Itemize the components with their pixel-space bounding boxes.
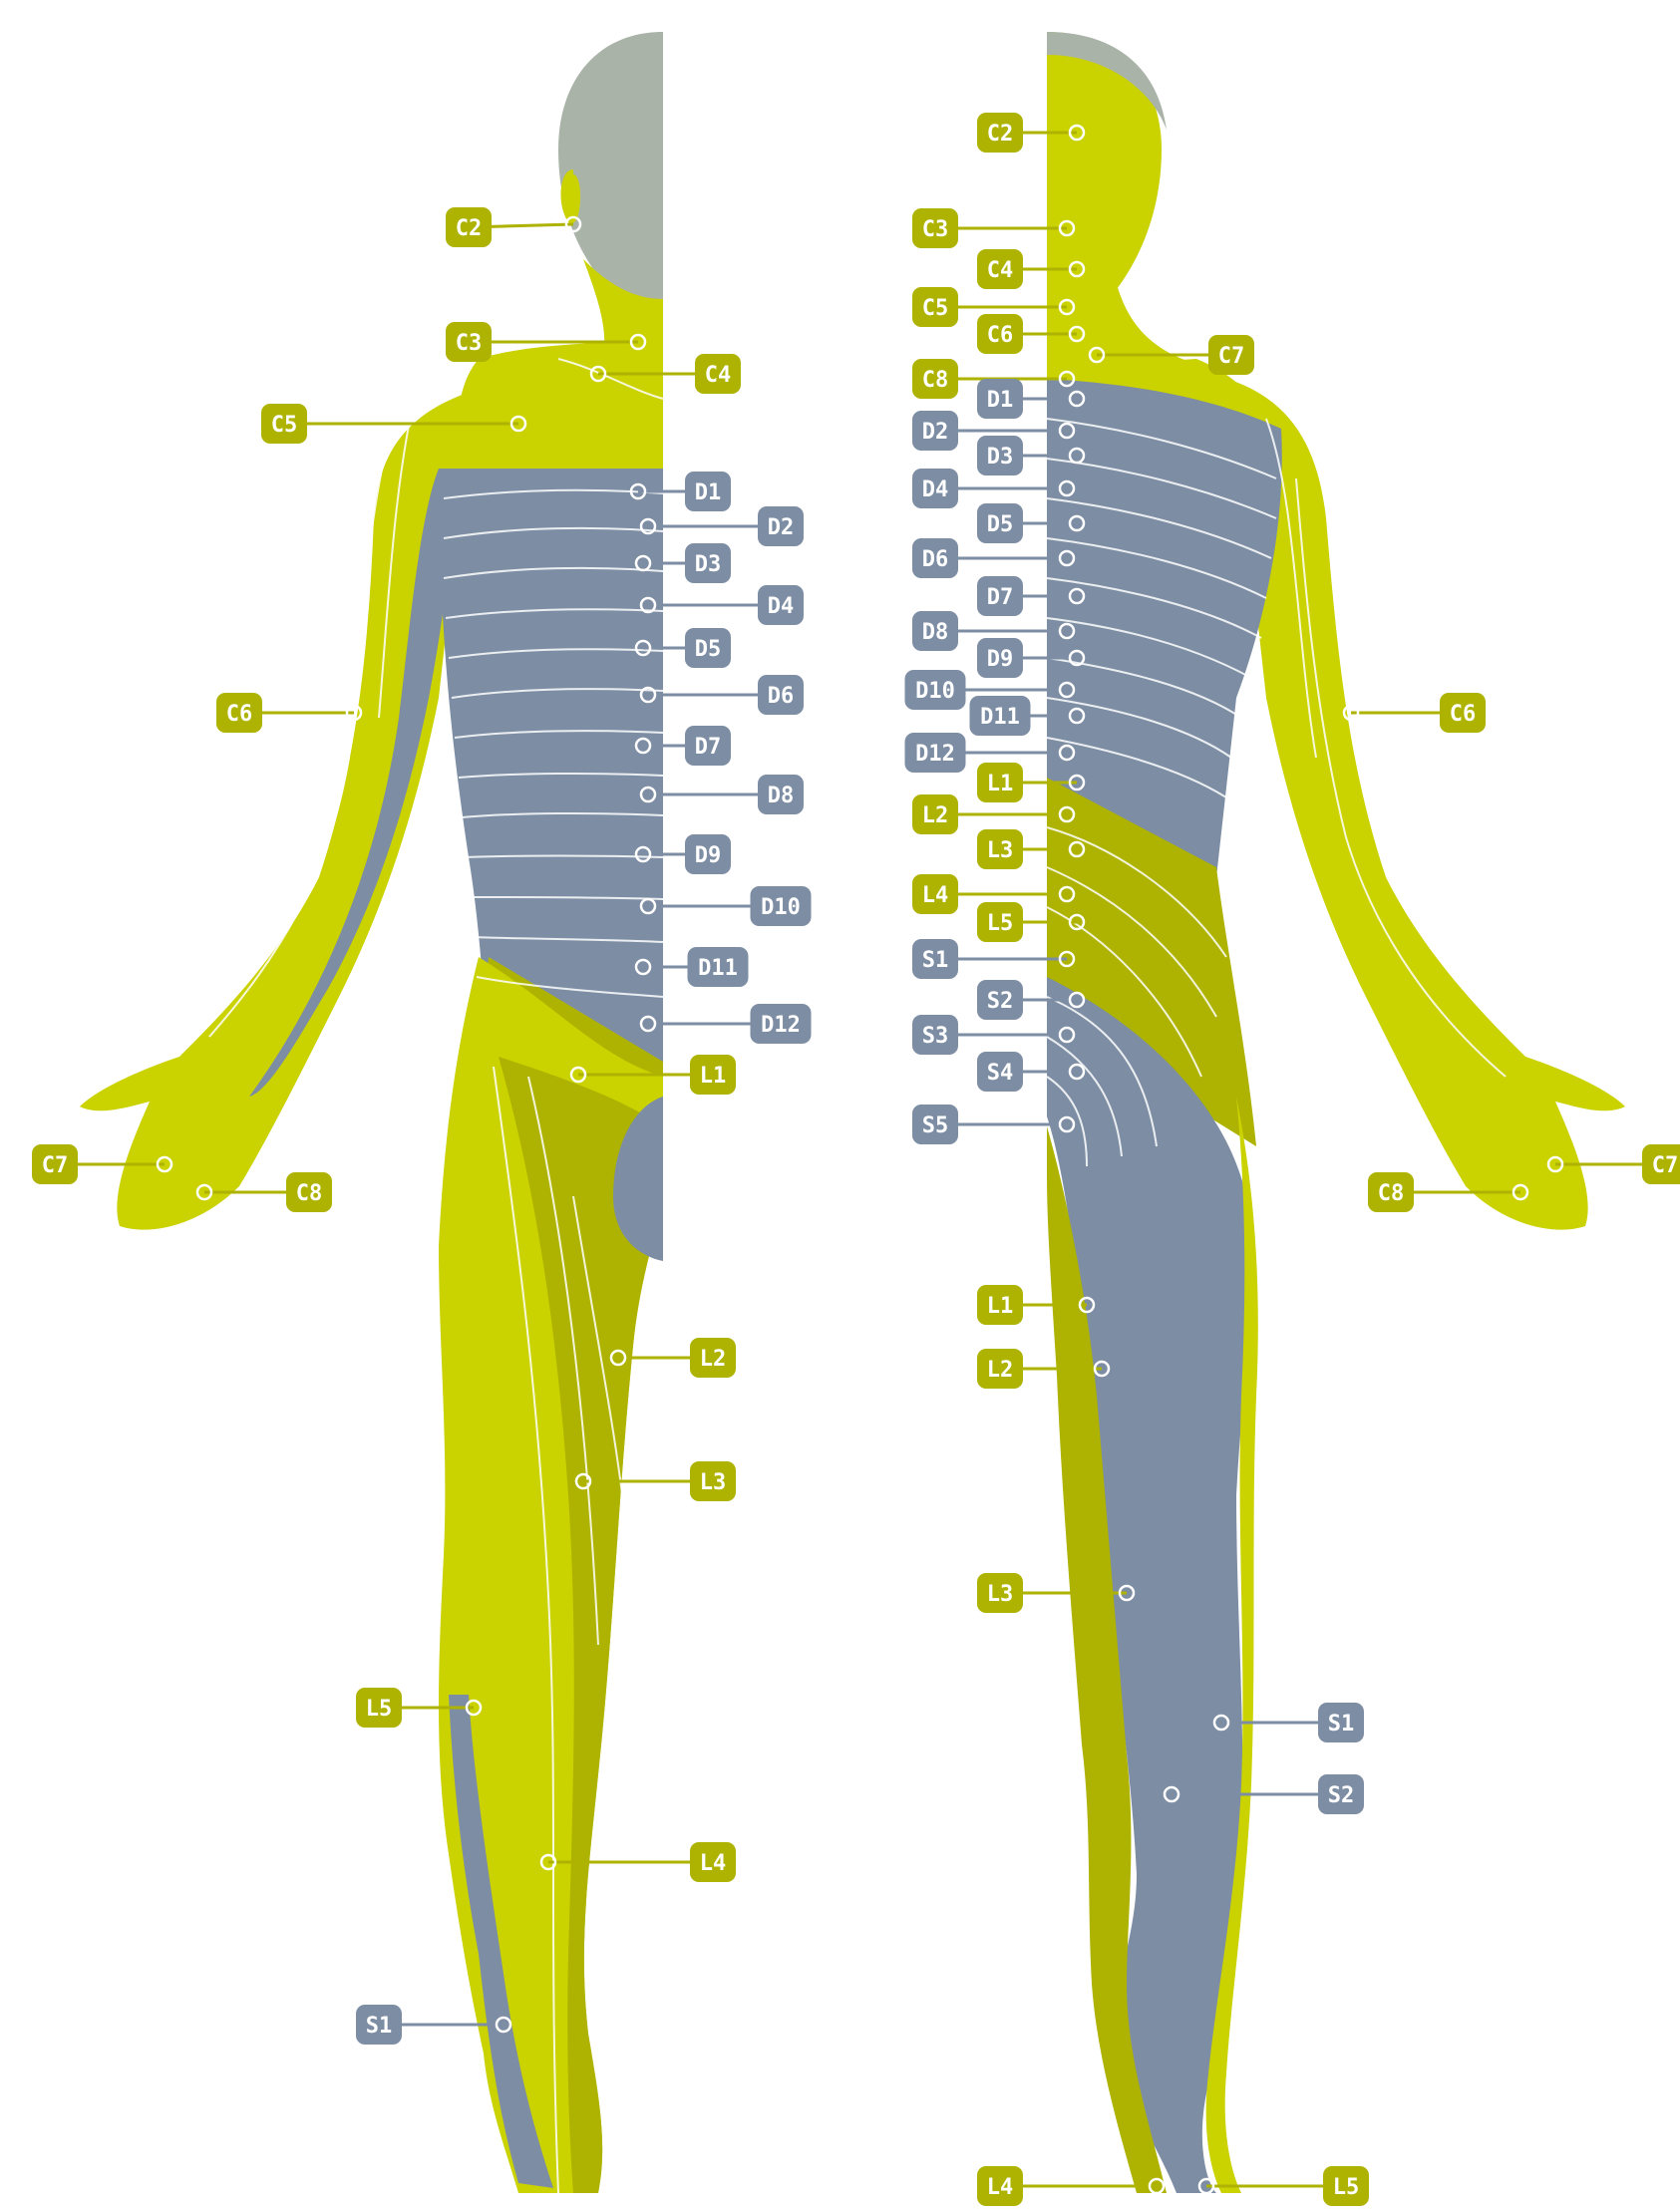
label-text: D6	[768, 684, 795, 709]
label-text: D2	[768, 515, 795, 540]
label-text: D8	[768, 784, 795, 808]
label-text: L1	[987, 772, 1014, 796]
label-text: C6	[987, 323, 1014, 348]
label-text: S1	[366, 2014, 393, 2039]
label-text: C6	[1450, 702, 1477, 727]
label-text: D11	[698, 956, 738, 981]
label-text: L4	[700, 1851, 727, 1876]
label-text: L1	[700, 1064, 727, 1089]
label-text: D4	[768, 594, 795, 619]
label-text: C2	[987, 122, 1014, 147]
label-text: L1	[987, 1294, 1014, 1319]
label-text: D4	[922, 477, 949, 502]
label-text: D7	[987, 585, 1014, 610]
label-text: D1	[987, 388, 1014, 413]
label-text: D7	[695, 735, 722, 760]
label-text: C8	[922, 368, 949, 393]
label-text: L5	[366, 1697, 393, 1722]
label-text: D8	[922, 620, 949, 645]
label-text: D5	[987, 512, 1014, 537]
label-text: D11	[980, 705, 1020, 730]
label-text: L3	[700, 1470, 727, 1495]
label-text: S3	[922, 1024, 949, 1049]
label-text: D3	[695, 552, 722, 577]
label-text: D10	[761, 895, 801, 920]
label-text: S2	[987, 989, 1014, 1014]
label-text: D12	[761, 1013, 801, 1038]
label-text: D2	[922, 420, 949, 445]
label-text: D1	[695, 480, 722, 505]
label-text: S2	[1328, 1783, 1355, 1808]
label-text: L3	[987, 838, 1014, 863]
label-text: L4	[922, 883, 949, 908]
label-text: C2	[456, 216, 483, 241]
label-text: L5	[1333, 2175, 1360, 2200]
label-text: S1	[922, 948, 949, 973]
label-text: C7	[1218, 344, 1245, 369]
label-text: S4	[987, 1061, 1014, 1086]
label-text: C6	[226, 702, 253, 727]
label-text: L3	[987, 1582, 1014, 1607]
label-text: C5	[922, 296, 949, 321]
label-text: D12	[915, 742, 955, 767]
label-text: L4	[987, 2175, 1014, 2200]
label-text: C3	[456, 331, 483, 356]
label-text: S5	[922, 1113, 949, 1138]
label-text: D10	[915, 679, 955, 704]
label-text: S1	[1328, 1712, 1355, 1737]
label-text: C8	[296, 1181, 323, 1206]
label-text: C7	[1652, 1153, 1679, 1178]
label-text: C8	[1378, 1181, 1405, 1206]
label-text: C4	[987, 258, 1014, 283]
label-text: C7	[42, 1153, 69, 1178]
label-text: D3	[987, 445, 1014, 470]
label-text: L2	[922, 803, 949, 828]
label-text: L2	[987, 1358, 1014, 1383]
label-text: C4	[705, 363, 732, 388]
label-text: D9	[987, 647, 1014, 672]
label-text: D9	[695, 843, 722, 868]
label-text: D6	[922, 547, 949, 572]
label-text: D5	[695, 637, 722, 662]
label-text: C3	[922, 217, 949, 242]
label-text: C5	[271, 413, 298, 438]
label-text: L2	[700, 1347, 727, 1372]
label-text: L5	[987, 911, 1014, 936]
